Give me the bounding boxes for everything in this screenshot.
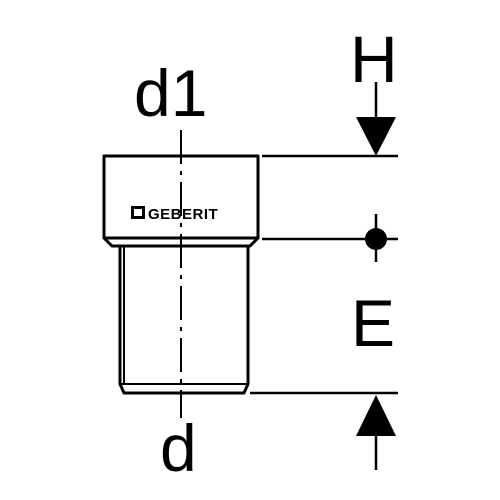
label-e: E — [351, 286, 395, 360]
e-arrow-head-icon — [356, 395, 396, 436]
label-d: d — [160, 411, 197, 485]
logo-text: GEBERIT — [148, 206, 218, 223]
label-h: H — [350, 22, 398, 96]
spigot-pipe — [118, 246, 250, 395]
h-arrow-head-icon — [356, 117, 396, 156]
label-d1: d1 — [134, 56, 207, 130]
geberit-logo: GEBERIT — [131, 206, 218, 223]
reference-point-icon — [365, 228, 387, 250]
